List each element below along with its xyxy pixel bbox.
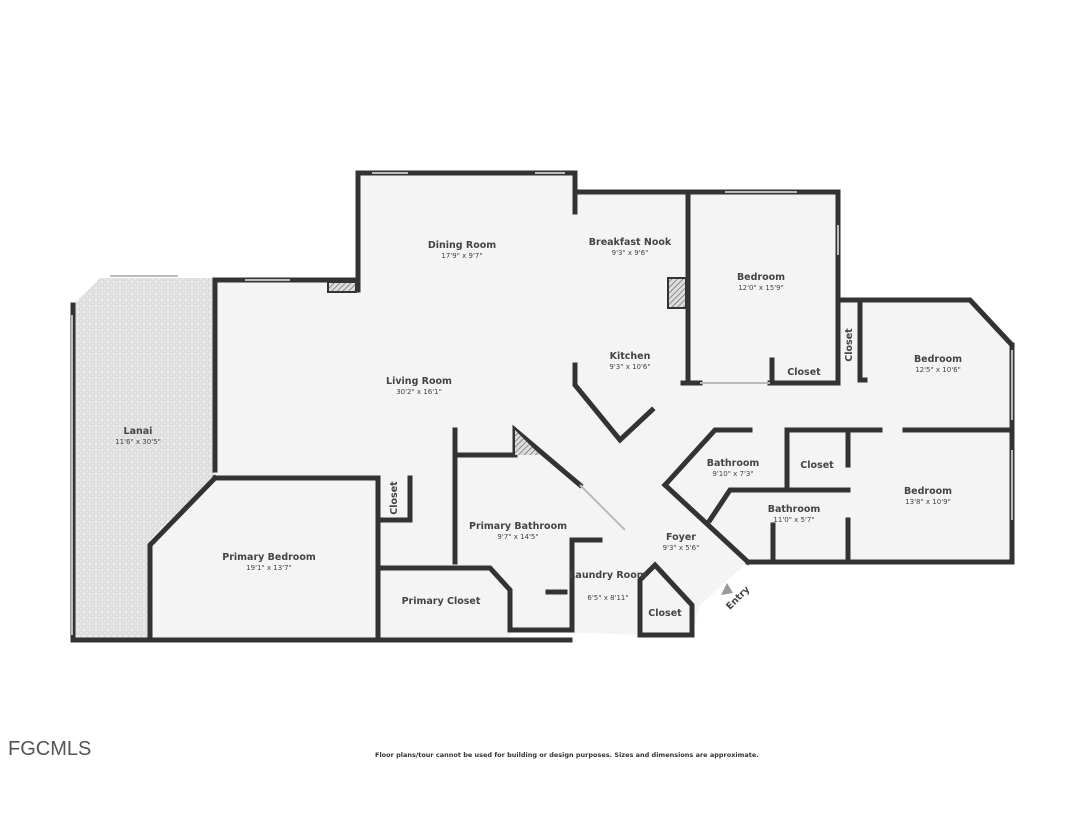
room-labels: Dining Room 17'9" x 9'7" Breakfast Nook … — [115, 237, 962, 619]
primary-closet-label: Primary Closet — [402, 596, 481, 607]
room-dims: 9'3" x 5'6" — [663, 544, 700, 552]
room-name: Living Room — [386, 376, 452, 387]
room-dims: 9'7" x 14'5" — [497, 533, 538, 541]
room-dims: 17'9" x 9'7" — [441, 252, 482, 260]
lanai-floor — [73, 278, 215, 640]
closet-label: Closet — [844, 328, 855, 362]
room-dims: 30'2" x 16'1" — [396, 388, 442, 396]
closet-label: Closet — [389, 481, 400, 515]
room-name: Bedroom — [737, 272, 785, 283]
disclaimer: Floor plans/tour cannot be used for buil… — [375, 751, 759, 759]
interior-floor — [150, 173, 1012, 640]
room-name: Kitchen — [610, 351, 651, 362]
room-name: Laundry Room — [569, 570, 646, 581]
room-dims: 13'8" x 10'9" — [905, 498, 951, 506]
room-dims: 9'3" x 10'6" — [609, 363, 650, 371]
room-dims: 9'3" x 9'6" — [612, 249, 649, 257]
room-dims: 9'10" x 7'3" — [712, 470, 753, 478]
room-dims: 12'0" x 15'9" — [738, 284, 784, 292]
mls-logo: FGCMLS — [8, 738, 92, 760]
room-name: Foyer — [666, 532, 696, 543]
entry-arrow-icon — [721, 583, 733, 595]
room-name: Bedroom — [904, 486, 952, 497]
room-name: Primary Bathroom — [469, 521, 567, 532]
room-name: Bathroom — [707, 458, 760, 469]
room-dims: 19'1" x 13'7" — [246, 564, 292, 572]
windows — [71, 172, 1013, 635]
room-name: Breakfast Nook — [589, 237, 672, 248]
room-dims: 11'6" x 30'5" — [115, 438, 161, 446]
room-name: Dining Room — [428, 240, 496, 251]
closet-label: Closet — [800, 460, 834, 471]
walls — [70, 170, 1015, 643]
closet-label: Closet — [787, 367, 821, 378]
room-dims: 11'0" x 5'7" — [773, 516, 814, 524]
room-name: Bathroom — [768, 504, 821, 515]
room-name: Lanai — [124, 426, 153, 437]
room-dims: 12'5" x 10'6" — [915, 366, 961, 374]
room-dims: 6'5" x 8'11" — [587, 594, 628, 602]
closet-label: Closet — [648, 608, 682, 619]
room-name: Primary Bedroom — [222, 552, 316, 563]
room-name: Bedroom — [914, 354, 962, 365]
